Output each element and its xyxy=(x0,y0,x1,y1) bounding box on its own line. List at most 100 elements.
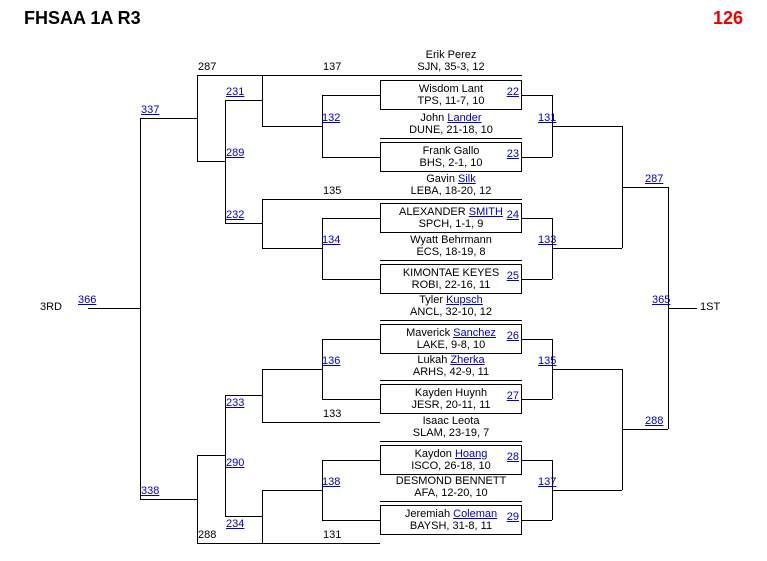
bout-link-338[interactable]: 338 xyxy=(141,485,160,497)
wrestler-name-text: Gavin xyxy=(426,173,459,185)
bracket-line xyxy=(322,520,380,521)
wrestler-name-text: John xyxy=(420,112,448,124)
bout-link-134[interactable]: 134 xyxy=(322,234,341,246)
bracket-line xyxy=(197,543,380,544)
bracket-line xyxy=(322,279,380,280)
wrestler-name-text: Wyatt Behrmann xyxy=(410,234,492,246)
bout-link-136[interactable]: 136 xyxy=(322,355,341,367)
bracket-line xyxy=(140,118,141,499)
bout-link-365[interactable]: 365 xyxy=(652,294,671,306)
wrestler-team: TPS, 11-7, 10 xyxy=(417,95,485,107)
wrestler-name: Gavin Silk xyxy=(380,173,522,185)
wrestler-entry: Gavin Silk LEBA, 18-20, 12 xyxy=(380,173,522,197)
bout-number-link[interactable]: 28 xyxy=(506,451,519,463)
match-box: 26 Maverick Sanchez LAKE, 9-8, 10 xyxy=(380,324,522,354)
wrestler-team: ISCO, 26-18, 10 xyxy=(411,460,491,472)
bout-link-231[interactable]: 231 xyxy=(226,86,245,98)
wrestler-name-text: Kaydon xyxy=(414,448,455,460)
wrestler-name-link[interactable]: Coleman xyxy=(453,508,498,520)
bout-link-232[interactable]: 232 xyxy=(226,209,245,221)
bracket-line xyxy=(380,501,522,502)
wrestler-name: Wyatt Behrmann xyxy=(380,234,522,246)
bout-link-337[interactable]: 337 xyxy=(141,104,160,116)
bracket-line xyxy=(380,320,522,321)
bracket-line xyxy=(622,369,623,490)
wrestler-name: Tyler Kupsch xyxy=(380,294,522,306)
bracket-line xyxy=(197,75,522,76)
bracket-line xyxy=(322,157,380,158)
wrestler-name: Isaac Leota xyxy=(380,415,522,427)
bracket-line xyxy=(140,118,197,119)
wrestler-name: Kayden Huynh xyxy=(381,387,521,399)
bout-link-366[interactable]: 366 xyxy=(78,294,97,306)
bracket-line xyxy=(522,218,552,219)
bout-link-234[interactable]: 234 xyxy=(226,518,245,530)
wrestler-team: SLAM, 23-19, 7 xyxy=(412,427,490,439)
bout-link-137[interactable]: 137 xyxy=(538,476,557,488)
bracket-line xyxy=(322,95,380,96)
bracket-line xyxy=(380,260,522,261)
wrestler-name-link[interactable]: Sanchez xyxy=(453,327,496,339)
match-box: 24 ALEXANDER SMITH SPCH, 1-1, 9 xyxy=(380,203,522,233)
bout-link-138[interactable]: 138 xyxy=(322,476,341,488)
bout-link-290[interactable]: 290 xyxy=(226,457,245,469)
bracket-line xyxy=(380,138,522,139)
wrestler-name-link[interactable]: Zherka xyxy=(450,354,485,366)
bracket-line xyxy=(225,395,226,516)
bracket-line xyxy=(262,199,522,200)
bracket-line xyxy=(552,95,553,157)
bout-link-288[interactable]: 288 xyxy=(645,415,664,427)
wrestler-name-text: Kayden Huynh xyxy=(414,387,488,399)
bracket-line xyxy=(262,422,380,423)
bracket-line xyxy=(262,199,263,248)
wrestler-name-text: Jeremiah xyxy=(404,508,454,520)
wrestler-name: Erik Perez xyxy=(380,49,522,61)
bracket-line xyxy=(522,157,552,158)
wrestler-name: John Lander xyxy=(380,112,522,124)
bout-ref-135: 135 xyxy=(323,185,342,197)
bout-number-link[interactable]: 26 xyxy=(506,330,519,342)
bracket-line xyxy=(197,455,225,456)
wrestler-entry: Isaac Leota SLAM, 23-19, 7 xyxy=(380,415,522,439)
wrestler-team: AFA, 12-20, 10 xyxy=(414,487,488,499)
wrestler-team: SPCH, 1-1, 9 xyxy=(418,218,484,230)
bracket-line xyxy=(622,187,668,188)
bout-link-233[interactable]: 233 xyxy=(226,397,245,409)
bracket-line xyxy=(322,399,380,400)
bout-link-135[interactable]: 135 xyxy=(538,355,557,367)
wrestler-entry: Lukah Zherka ARHS, 42-9, 11 xyxy=(380,354,522,378)
wrestler-name-text: KIMONTAE KEYES xyxy=(402,267,500,279)
wrestler-name-link[interactable]: Kupsch xyxy=(446,294,483,306)
wrestler-name-link[interactable]: Lander xyxy=(447,112,482,124)
wrestler-name-link[interactable]: SMITH xyxy=(468,206,503,218)
placement-third: 3RD xyxy=(40,301,63,313)
bout-link-133[interactable]: 133 xyxy=(538,234,557,246)
wrestler-team: JESR, 20-11, 11 xyxy=(411,399,491,411)
wrestler-entry: Wyatt Behrmann ECS, 18-19, 8 xyxy=(380,234,522,258)
bracket-line xyxy=(552,339,553,399)
weight-class: 126 xyxy=(712,8,743,28)
wrestler-entry: John Lander DUNE, 21-18, 10 xyxy=(380,112,522,136)
wrestler-team: SJN, 35-3, 12 xyxy=(417,61,485,73)
bout-link-132[interactable]: 132 xyxy=(322,112,341,124)
bracket-line xyxy=(225,100,226,223)
bout-link-289[interactable]: 289 xyxy=(226,147,245,159)
wrestler-name-link[interactable]: Silk xyxy=(458,173,476,185)
bout-link-287[interactable]: 287 xyxy=(645,173,664,185)
bracket-line xyxy=(522,520,552,521)
bout-number-link[interactable]: 24 xyxy=(506,209,519,221)
wrestler-name-text: Isaac Leota xyxy=(422,415,480,427)
wrestler-team: BHS, 2-1, 10 xyxy=(419,157,483,169)
wrestler-name-text: Wisdom Lant xyxy=(418,83,484,95)
bout-number-link[interactable]: 27 xyxy=(506,390,519,402)
bracket-line xyxy=(522,399,552,400)
wrestler-name-text: Tyler xyxy=(419,294,447,306)
bracket-line xyxy=(622,429,668,430)
wrestler-name-link[interactable]: Hoang xyxy=(454,448,488,460)
bout-number-link[interactable]: 25 xyxy=(506,270,519,282)
bout-number-link[interactable]: 22 xyxy=(506,86,519,98)
bout-link-131[interactable]: 131 xyxy=(538,112,557,124)
bracket-line xyxy=(552,490,622,491)
bout-number-link[interactable]: 29 xyxy=(506,511,519,523)
bout-number-link[interactable]: 23 xyxy=(506,148,519,160)
